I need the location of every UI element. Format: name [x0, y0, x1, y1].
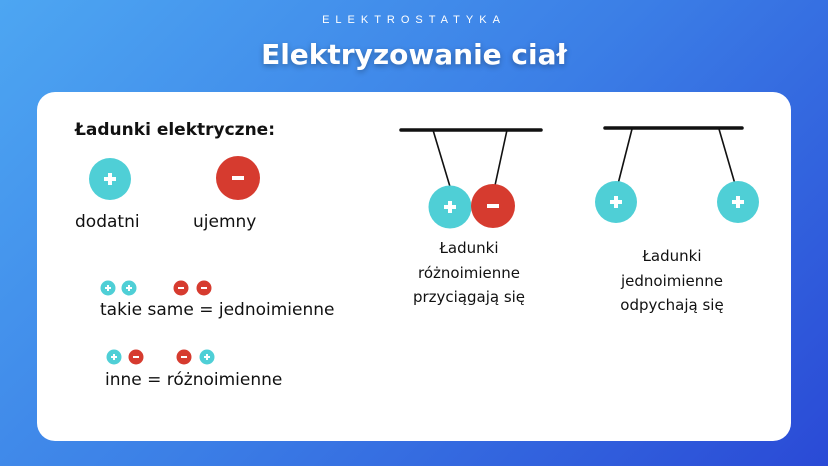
- content-card: [37, 92, 791, 441]
- attraction-caption: Ładunki różnoimienne przyciągają się: [389, 236, 549, 310]
- page-title: Elektryzowanie ciał: [261, 38, 567, 71]
- legend-heading: Ładunki elektryczne:: [75, 120, 275, 140]
- same-charges-icon: [100, 280, 212, 296]
- positive-label: dodatni: [75, 212, 140, 232]
- negative-charge-icon: [216, 156, 260, 200]
- caption-line: odpychają się: [620, 296, 724, 314]
- caption-line: przyciągają się: [412, 288, 526, 306]
- rule-same: takie same = jednoimienne: [100, 300, 335, 320]
- different-charges-icon: [106, 349, 215, 365]
- attraction-pendulum: [399, 128, 543, 229]
- repulsion-caption: Ładunki jednoimienne odpychają się: [592, 244, 752, 318]
- caption-line: różnoimienne: [418, 263, 520, 282]
- caption-line: Ładunki: [439, 239, 499, 257]
- caption-line: jednoimienne: [620, 271, 724, 290]
- caption-line: Ładunki: [642, 247, 702, 265]
- kicker: ELEKTROSTATYKA: [322, 14, 506, 26]
- positive-charge-icon: [89, 158, 131, 200]
- repulsion-pendulum: [595, 126, 759, 223]
- rule-different: inne = różnoimienne: [105, 370, 283, 390]
- negative-label: ujemny: [193, 212, 257, 232]
